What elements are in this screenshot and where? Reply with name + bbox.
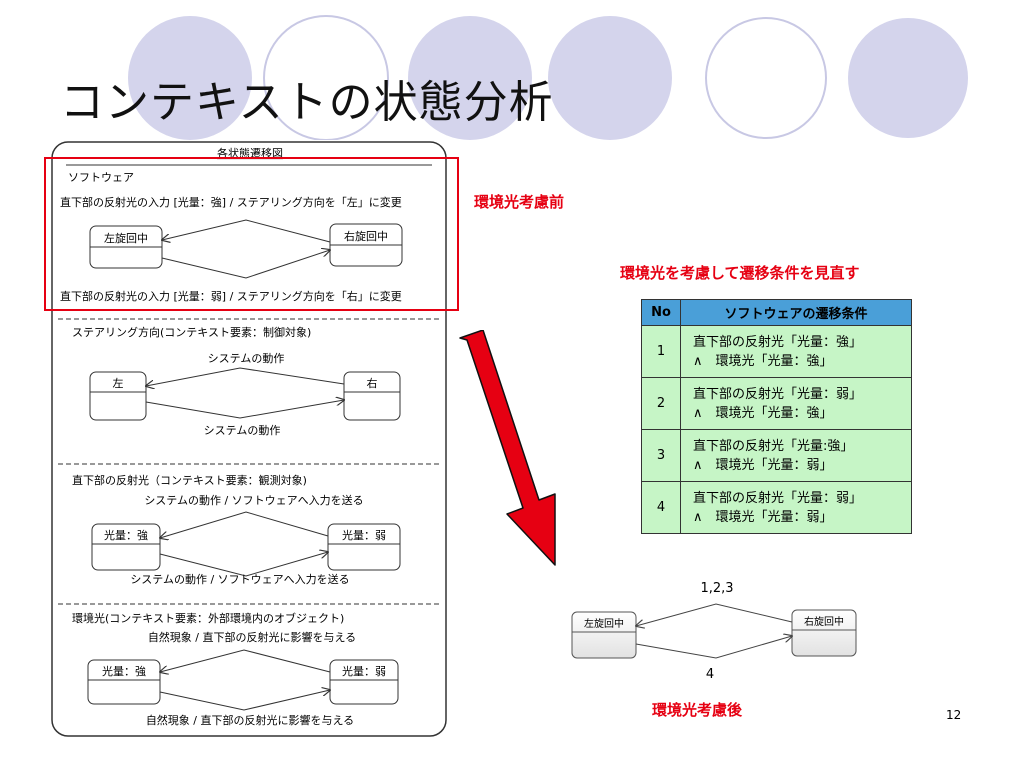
condition-line-1: 直下部の反射光「光量：強」 bbox=[693, 334, 863, 350]
after-arrow-to-right bbox=[635, 636, 792, 659]
condition-line-2: ∧ 環境光「光量：強」 bbox=[693, 353, 833, 369]
row-condition: 直下部の反射光「光量:強」 ∧ 環境光「光量：弱」 bbox=[680, 429, 912, 482]
after-state-diagram: 1,2,3 左旋回中 右旋回中 4 bbox=[571, 581, 857, 682]
deco-circle-3 bbox=[408, 16, 532, 140]
condition-line-1: 直下部の反射光「光量：弱」 bbox=[693, 386, 863, 402]
after-state-right-label: 右旋回中 bbox=[804, 615, 844, 628]
row-condition: 直下部の反射光「光量：強」 ∧ 環境光「光量：強」 bbox=[680, 325, 912, 378]
condition-line-2: ∧ 環境光「光量：弱」 bbox=[693, 509, 833, 525]
reflect-transition-top: システムの動作 / ソフトウェアへ入力を送る bbox=[144, 493, 363, 507]
reflect-arrow-to-left bbox=[160, 511, 329, 538]
table-row: 2 直下部の反射光「光量：弱」 ∧ 環境光「光量：強」 bbox=[641, 377, 912, 430]
condition-line-1: 直下部の反射光「光量：弱」 bbox=[693, 490, 863, 506]
after-transition-top: 1,2,3 bbox=[700, 581, 733, 596]
env-arrow-to-right bbox=[159, 690, 330, 711]
software-state-right-label: 右旋回中 bbox=[344, 229, 388, 243]
red-arrow-shape bbox=[459, 330, 556, 566]
steering-label: ステアリング方向(コンテキスト要素：制御対象) bbox=[72, 325, 311, 339]
deco-circle-5 bbox=[705, 17, 827, 139]
row-no: 1 bbox=[641, 325, 681, 378]
table-row: 3 直下部の反射光「光量:強」 ∧ 環境光「光量：弱」 bbox=[641, 429, 912, 482]
state-diagram-panel: 各状態遷移図 ソフトウェア 直下部の反射光の入力 [光量：強] / ステアリング… bbox=[44, 141, 459, 737]
review-label: 環境光を考慮して遷移条件を見直す bbox=[620, 264, 860, 282]
row-condition: 直下部の反射光「光量：弱」 ∧ 環境光「光量：弱」 bbox=[680, 481, 912, 534]
slide-title: コンテキストの状態分析 bbox=[60, 77, 554, 128]
after-state-right bbox=[791, 609, 857, 657]
condition-line-2: ∧ 環境光「光量：弱」 bbox=[693, 457, 833, 473]
before-label: 環境光考慮前 bbox=[474, 193, 565, 211]
reflect-state-right bbox=[327, 523, 401, 571]
row-condition: 直下部の反射光「光量：弱」 ∧ 環境光「光量：強」 bbox=[680, 377, 912, 430]
row-no: 2 bbox=[641, 377, 681, 430]
header-condition: ソフトウェアの遷移条件 bbox=[680, 299, 912, 326]
env-state-left-label: 光量：強 bbox=[102, 664, 146, 678]
reflect-label: 直下部の反射光（コンテキスト要素：観測対象) bbox=[72, 473, 307, 487]
table-row: 4 直下部の反射光「光量：弱」 ∧ 環境光「光量：弱」 bbox=[641, 481, 912, 534]
steering-state-right bbox=[343, 371, 401, 421]
diagram-header: 各状態遷移図 bbox=[217, 146, 283, 160]
deco-circle-2 bbox=[263, 15, 389, 140]
row-no: 3 bbox=[641, 429, 681, 482]
env-label: 環境光(コンテキスト要素：外部環境内のオブジェクト) bbox=[72, 611, 344, 625]
deco-circle-4 bbox=[548, 16, 672, 140]
software-arrow-to-left bbox=[162, 219, 331, 242]
steering-arrow-to-left bbox=[146, 367, 345, 386]
after-transition-bottom: 4 bbox=[706, 667, 714, 682]
steering-state-right-label: 右 bbox=[367, 376, 378, 390]
steering-transition-bottom: システムの動作 bbox=[204, 423, 281, 437]
software-arrow-to-right bbox=[161, 250, 330, 279]
env-transition-bottom: 自然現象 / 直下部の反射光に影響を与える bbox=[146, 713, 354, 727]
after-label: 環境光考慮後 bbox=[652, 701, 743, 719]
deco-circle-1 bbox=[128, 16, 252, 140]
table-row: 1 直下部の反射光「光量：強」 ∧ 環境光「光量：強」 bbox=[641, 325, 912, 378]
software-state-left-label: 左旋回中 bbox=[104, 231, 148, 245]
condition-line-2: ∧ 環境光「光量：強」 bbox=[693, 405, 833, 421]
table-header-row: No ソフトウェアの遷移条件 bbox=[641, 299, 912, 326]
row-no: 4 bbox=[641, 481, 681, 534]
transition-condition-table: No ソフトウェアの遷移条件 1 直下部の反射光「光量：強」 ∧ 環境光「光量：… bbox=[641, 299, 912, 534]
reflect-arrow-to-right bbox=[159, 552, 328, 577]
condition-line-1: 直下部の反射光「光量:強」 bbox=[693, 438, 854, 454]
reflect-transition-bottom: システムの動作 / ソフトウェアへ入力を送る bbox=[130, 572, 349, 586]
reflect-state-right-label: 光量：弱 bbox=[342, 528, 386, 542]
steering-state-left bbox=[89, 371, 147, 421]
steering-transition-top: システムの動作 bbox=[208, 351, 285, 365]
env-state-right bbox=[329, 659, 399, 705]
deco-circle-6 bbox=[848, 18, 968, 138]
software-transition-top: 直下部の反射光の入力 [光量：強] / ステアリング方向を「左」に変更 bbox=[60, 195, 402, 209]
after-state-left-label: 左旋回中 bbox=[584, 617, 624, 630]
before-highlight-box bbox=[44, 157, 459, 311]
software-transition-bottom: 直下部の反射光の入力 [光量：弱] / ステアリング方向を「右」に変更 bbox=[60, 289, 402, 303]
big-red-arrow bbox=[459, 330, 556, 566]
after-arrow-to-left bbox=[636, 603, 793, 626]
header-no: No bbox=[641, 299, 681, 326]
page-number: 12 bbox=[946, 708, 962, 722]
steering-state-left-label: 左 bbox=[113, 377, 124, 390]
steering-arrow-to-right bbox=[145, 400, 344, 419]
reflect-state-left bbox=[91, 523, 161, 571]
after-state-left bbox=[571, 611, 637, 659]
software-label: ソフトウェア bbox=[68, 171, 134, 184]
env-state-left bbox=[87, 659, 161, 705]
env-state-right-label: 光量：弱 bbox=[342, 664, 386, 678]
diagram-frame bbox=[51, 141, 447, 737]
env-transition-top: 自然現象 / 直下部の反射光に影響を与える bbox=[148, 630, 356, 644]
reflect-state-left-label: 光量：強 bbox=[104, 528, 148, 542]
env-arrow-to-left bbox=[160, 649, 331, 672]
decorative-circles bbox=[128, 15, 968, 140]
